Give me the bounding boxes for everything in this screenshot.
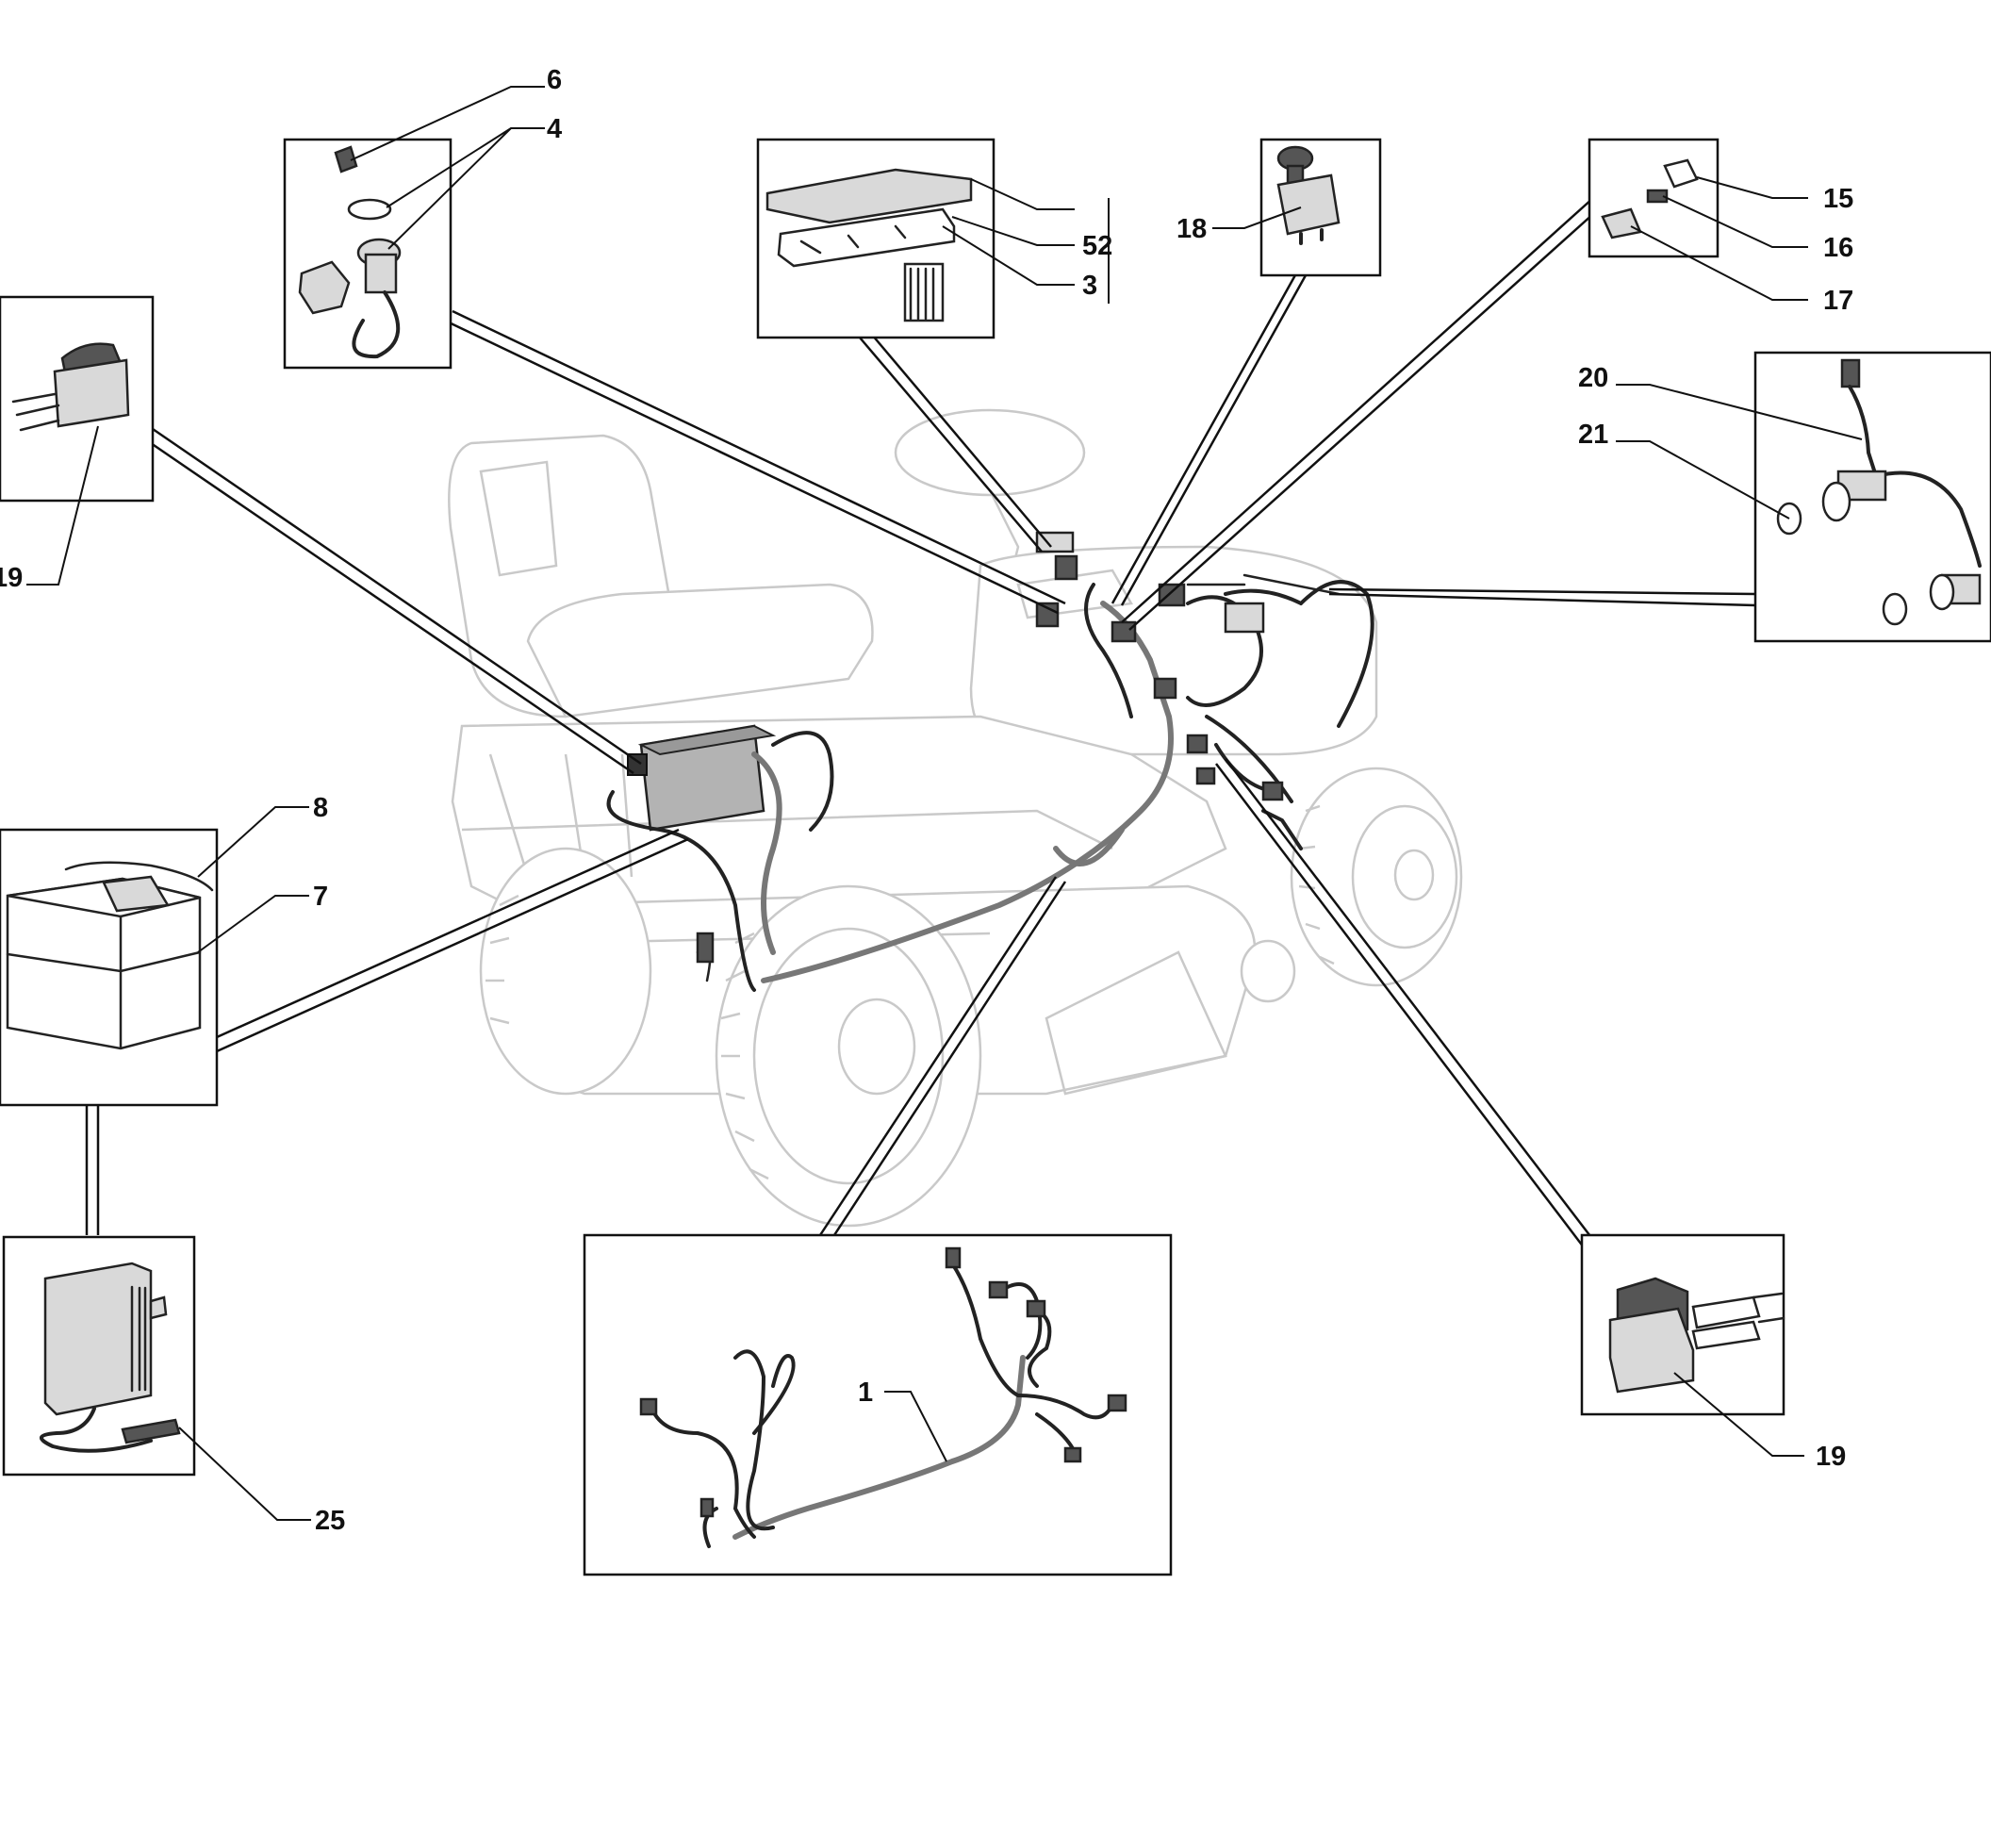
rocker-switch-icon bbox=[1608, 1277, 1785, 1394]
tractor-icon bbox=[448, 408, 1463, 1228]
callout-20: 20 bbox=[1578, 363, 1608, 393]
box-fuse-holder bbox=[1588, 138, 1720, 258]
box-rocker-switch-left bbox=[0, 295, 155, 503]
callout-8: 8 bbox=[313, 793, 328, 823]
battery-on-tractor bbox=[627, 724, 777, 832]
ignition-switch-icon bbox=[298, 145, 402, 359]
callout-15: 15 bbox=[1823, 184, 1853, 214]
battery-charger-icon bbox=[40, 1262, 181, 1453]
callout-1: 1 bbox=[858, 1378, 873, 1408]
box-wiring-harness bbox=[583, 1233, 1173, 1576]
fuse-holder-icon bbox=[1601, 158, 1699, 239]
callout-21: 21 bbox=[1578, 420, 1608, 450]
callout-7: 7 bbox=[313, 882, 328, 912]
box-rocker-switch-right bbox=[1580, 1233, 1785, 1416]
callout-19-left: 19 bbox=[0, 563, 23, 593]
callout-3: 3 bbox=[1082, 271, 1097, 301]
box-ignition-switch bbox=[283, 138, 452, 370]
callout-18: 18 bbox=[1176, 214, 1207, 244]
box-battery-charger bbox=[2, 1235, 196, 1477]
callout-19-right: 19 bbox=[1816, 1442, 1846, 1472]
callout-16: 16 bbox=[1823, 233, 1853, 263]
callout-52: 52 bbox=[1082, 231, 1112, 261]
callout-17: 17 bbox=[1823, 286, 1853, 316]
box-battery bbox=[0, 828, 219, 1107]
callout-25: 25 bbox=[315, 1506, 345, 1536]
connector-lines bbox=[85, 197, 1756, 1248]
wiring-harness-on-tractor bbox=[606, 531, 1374, 992]
pto-switch-icon bbox=[1276, 145, 1341, 245]
headlight-icon bbox=[1776, 358, 1982, 626]
callout-4: 4 bbox=[547, 114, 562, 144]
box-pto-switch bbox=[1259, 138, 1382, 277]
leader-lines bbox=[26, 86, 1863, 1521]
control-panel-icon bbox=[765, 168, 973, 322]
callout-6: 6 bbox=[547, 65, 562, 95]
rocker-switch-icon bbox=[11, 342, 130, 432]
box-headlights bbox=[1753, 351, 1991, 643]
battery-icon bbox=[6, 861, 214, 1050]
callout-labels: 6 4 52 3 18 15 16 17 20 21 19 8 7 25 1 1… bbox=[0, 65, 1853, 1536]
wiring-harness-icon bbox=[639, 1246, 1127, 1548]
box-control-panel bbox=[756, 138, 996, 339]
